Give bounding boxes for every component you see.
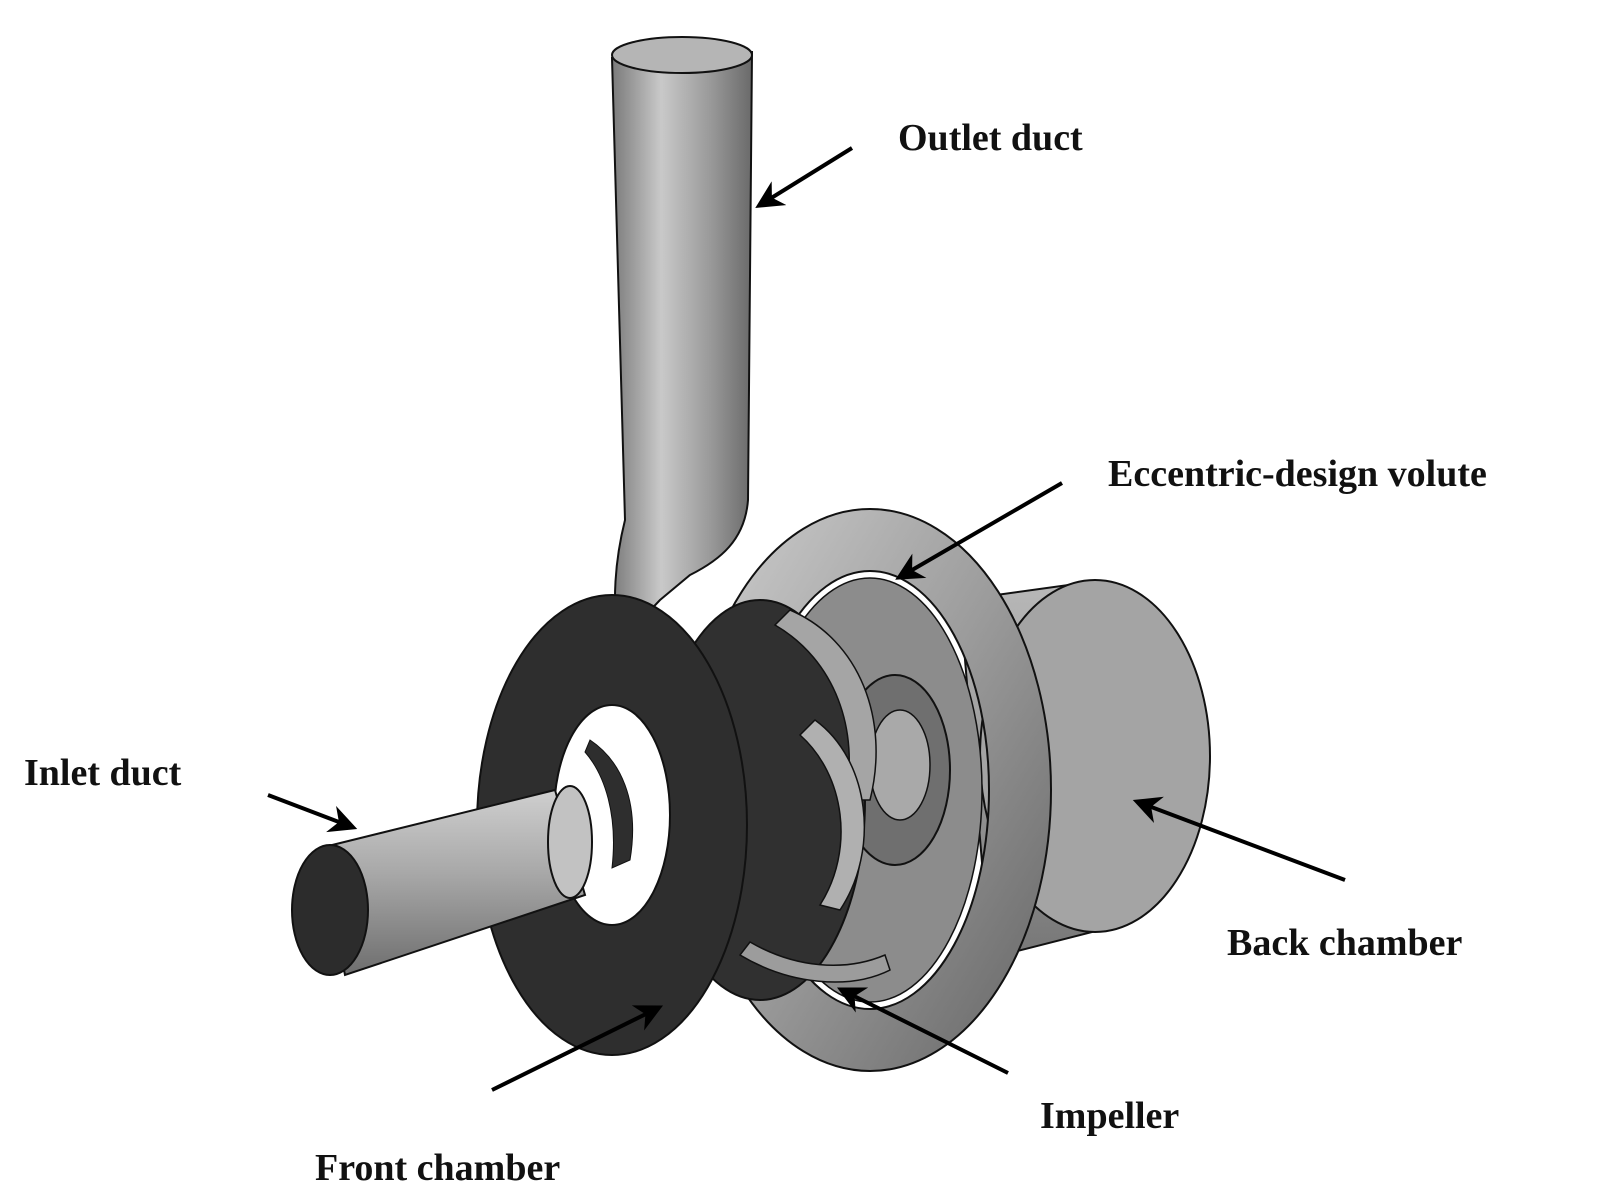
label-inlet-duct: Inlet duct bbox=[24, 752, 182, 794]
label-outlet-duct: Outlet duct bbox=[898, 117, 1083, 159]
inlet-duct-arrow bbox=[267, 793, 358, 833]
label-impeller: Impeller bbox=[1040, 1095, 1179, 1137]
label-front-chamber: Front chamber bbox=[315, 1147, 560, 1189]
inlet-duct-shape bbox=[291, 785, 593, 977]
label-back-chamber: Back chamber bbox=[1227, 922, 1463, 964]
front-chamber-shape bbox=[476, 594, 748, 1056]
label-eccentric-volute: Eccentric-design volute bbox=[1108, 453, 1487, 495]
outlet-duct-shape bbox=[610, 36, 754, 651]
volute-arrow bbox=[895, 481, 1064, 580]
impeller-arrow bbox=[836, 987, 1009, 1075]
back-chamber-arrow bbox=[1132, 796, 1346, 882]
front-chamber-arrow bbox=[491, 1005, 664, 1092]
outlet-duct-arrow bbox=[755, 146, 854, 208]
